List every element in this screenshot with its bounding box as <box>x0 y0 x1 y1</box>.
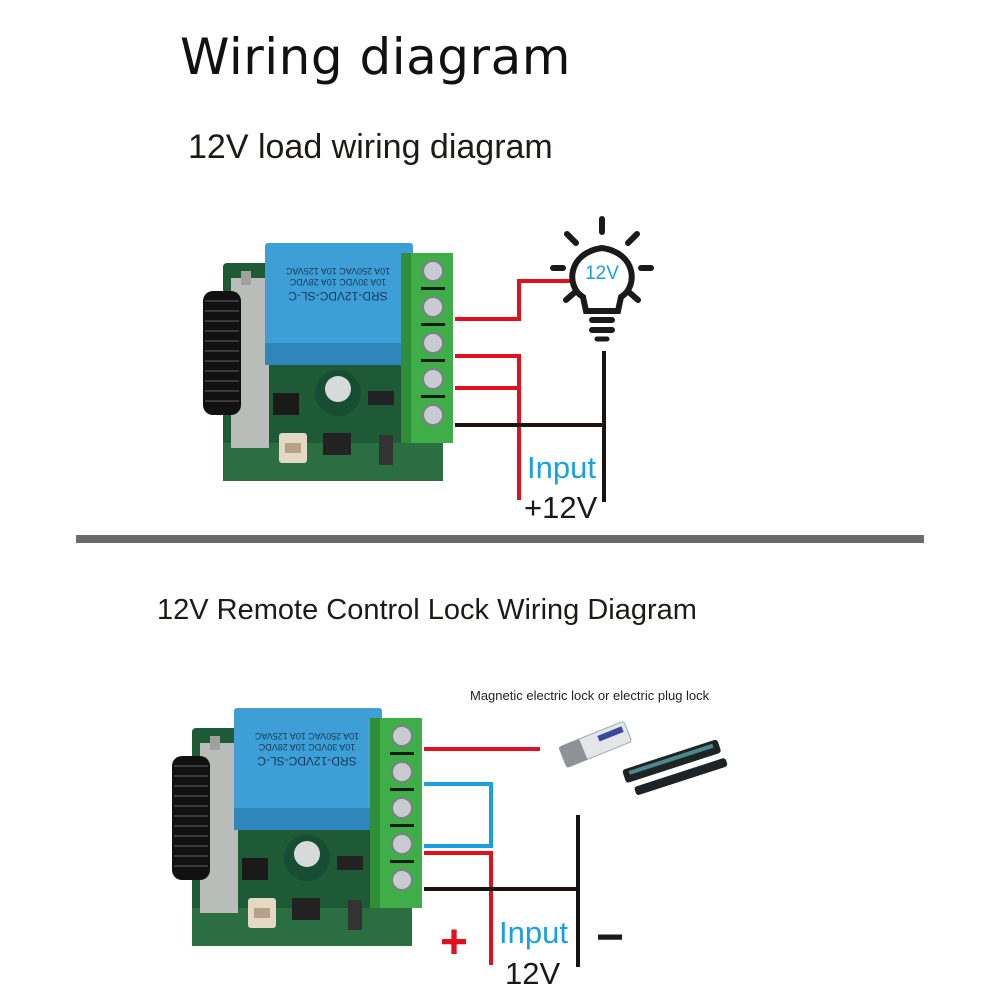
relay-rating-text: 10A 250VAC 10A 125VAC <box>254 731 359 741</box>
lock-caption: Magnetic electric lock or electric plug … <box>470 688 710 703</box>
plus-sign: + <box>440 916 469 969</box>
voltage-label-lock: 12V <box>505 956 561 991</box>
relay-model-text: SRD-12VDC-SL-C <box>288 289 388 303</box>
relay-label-lock: SRD-12VDC-SL-C 10A 30VDC 10A 28VDC 10A 2… <box>254 731 359 768</box>
relay-rating-text: 10A 250VAC 10A 125VAC <box>285 266 390 276</box>
main-title: Wiring diagram <box>180 28 571 86</box>
relay-model-text: SRD-12VDC-SL-C <box>257 754 357 768</box>
load-section-title: 12V load wiring diagram <box>188 128 553 166</box>
section-divider <box>76 535 924 543</box>
bulb-voltage-label: 12V <box>585 263 619 284</box>
wire-blue-loop <box>424 782 493 848</box>
lock-section-title: 12V Remote Control Lock Wiring Diagram <box>157 594 697 626</box>
voltage-label-load: +12V <box>524 490 598 525</box>
input-label-lock: Input <box>499 915 568 950</box>
magnetic-lock-icon <box>622 739 728 795</box>
wire-red-to-bulb <box>455 279 572 321</box>
electric-plug-lock-icon <box>558 721 632 768</box>
minus-sign: − <box>596 911 625 964</box>
relay-label-load: SRD-12VDC-SL-C 10A 30VDC 10A 28VDC 10A 2… <box>285 266 390 303</box>
relay-rating-text: 10A 30VDC 10A 28VDC <box>289 277 386 287</box>
relay-rating-text: 10A 30VDC 10A 28VDC <box>258 742 355 752</box>
wire-red-input-a <box>455 354 521 500</box>
light-bulb-icon <box>550 216 654 342</box>
wire-red-input <box>424 851 493 965</box>
input-label-load: Input <box>527 450 596 485</box>
